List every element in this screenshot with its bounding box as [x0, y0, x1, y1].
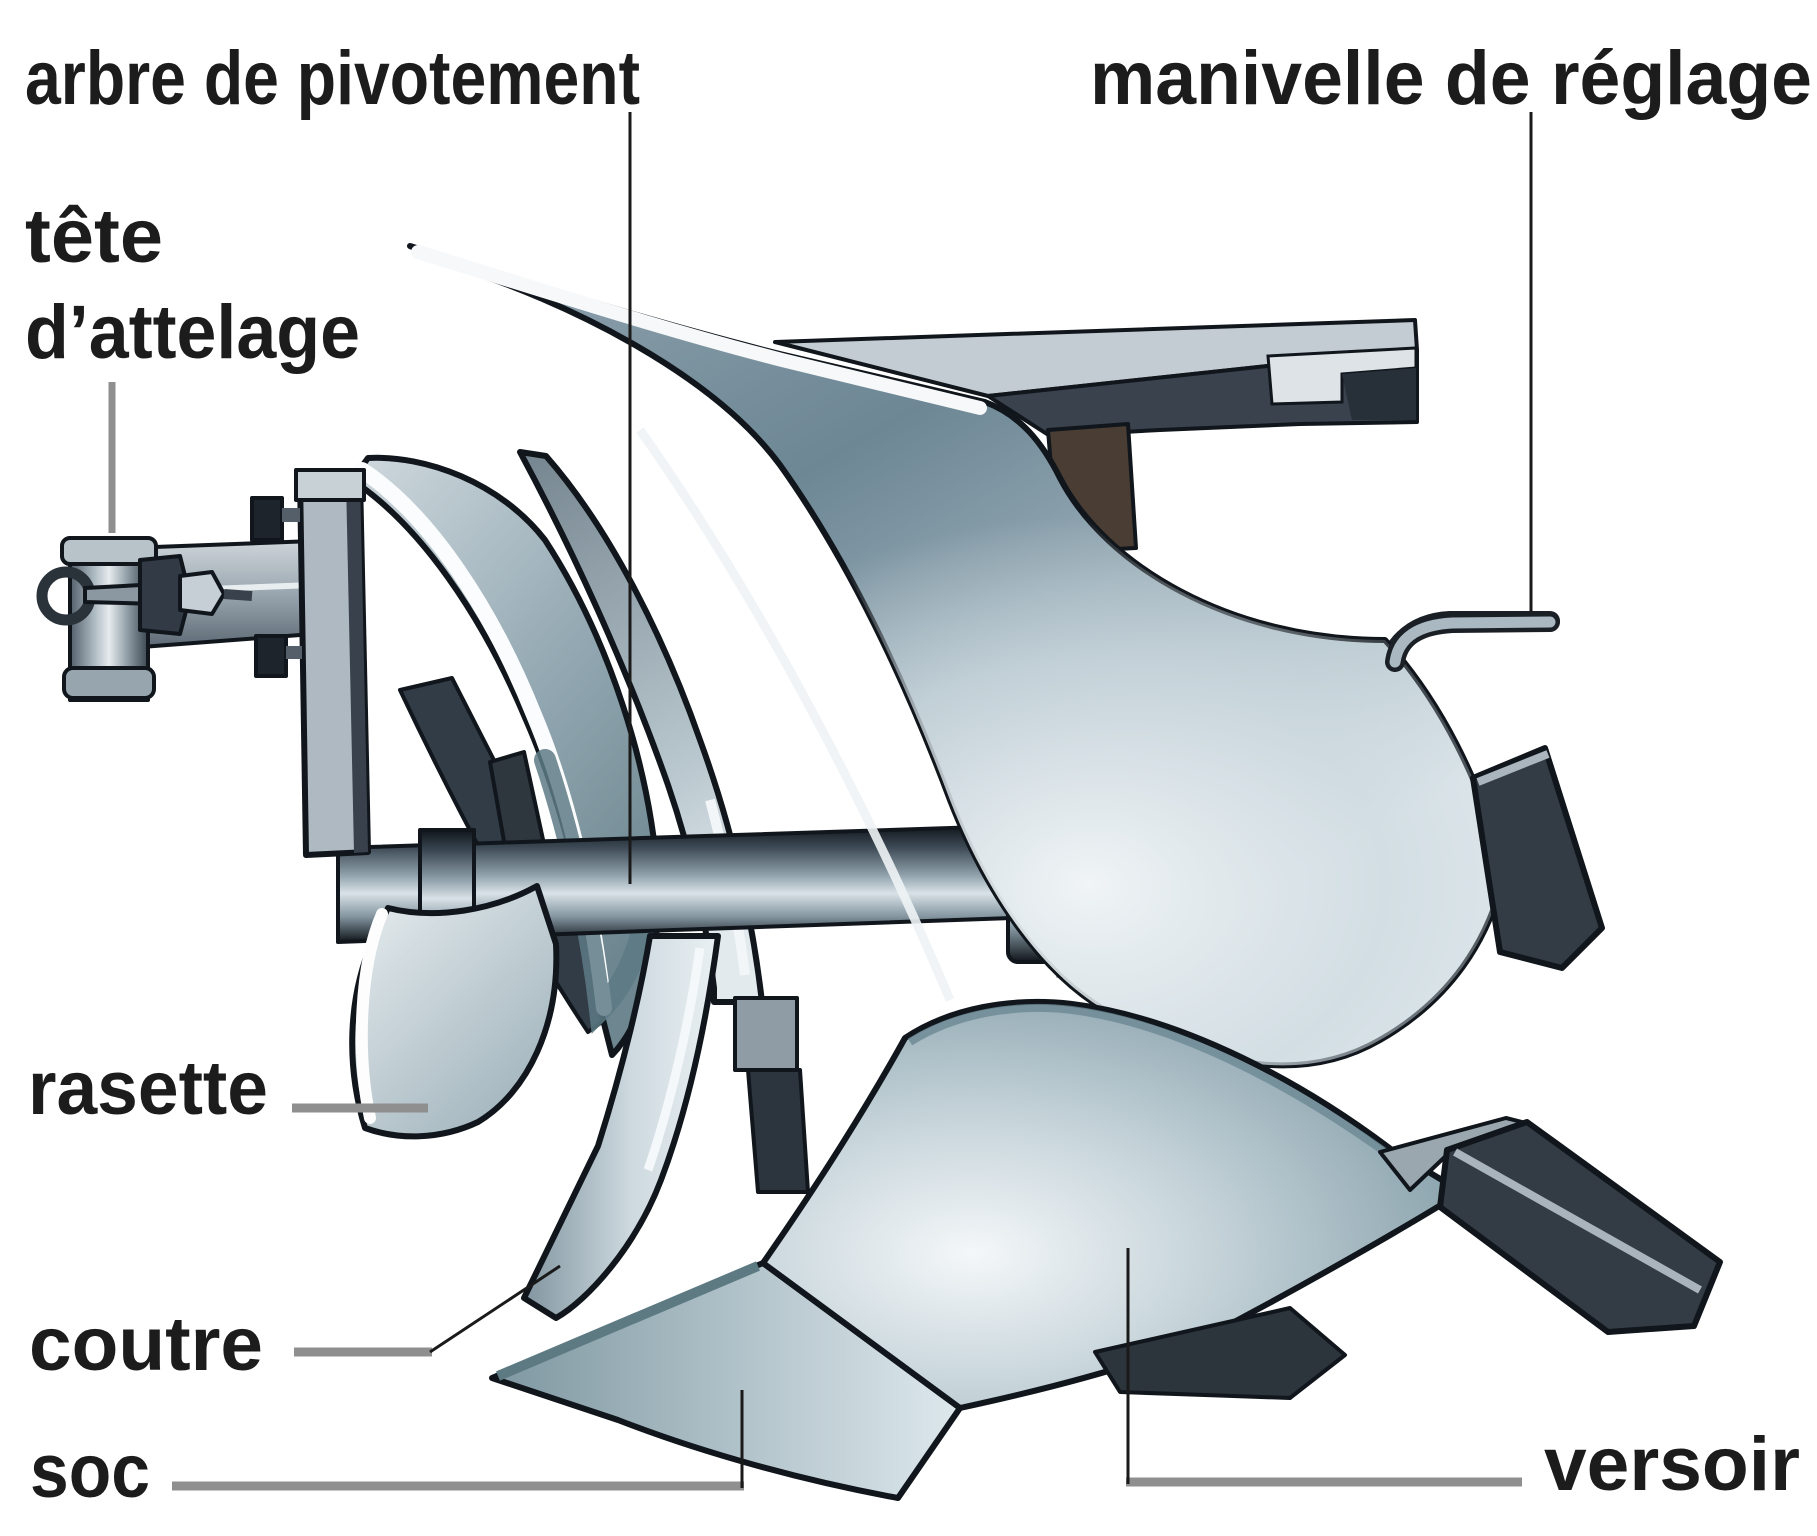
- label-versoir: versoir: [1544, 1422, 1800, 1507]
- coutre-lower-illustration: [521, 933, 721, 1321]
- lower-landside-bar: [1378, 1116, 1723, 1335]
- label-d-attelage: d’attelage: [25, 290, 360, 375]
- upper-versoir-illustration: [407, 243, 1508, 1069]
- label-manivelle-de-reglage: manivelle de réglage: [1090, 36, 1812, 121]
- label-tete: tête: [25, 194, 163, 279]
- leader-coutre-diagonal: [429, 1264, 561, 1354]
- label-arbre-de-pivotement: arbre de pivotement: [25, 36, 640, 121]
- label-rasette: rasette: [28, 1046, 268, 1131]
- versoir-frog: [1093, 1306, 1347, 1400]
- adjustment-crank-illustration: [1385, 612, 1560, 672]
- label-coutre: coutre: [29, 1302, 263, 1387]
- labels: arbre de pivotement manivelle de réglage…: [25, 36, 1812, 1514]
- soc-illustration: [489, 1260, 963, 1501]
- rasette-illustration: [349, 883, 560, 1140]
- label-soc: soc: [30, 1429, 150, 1514]
- leader-lines: [108, 112, 1533, 1491]
- versoir-illustration: [760, 998, 1465, 1411]
- upper-landside-bar: [1470, 745, 1605, 971]
- hitch-head-illustration: [36, 468, 371, 858]
